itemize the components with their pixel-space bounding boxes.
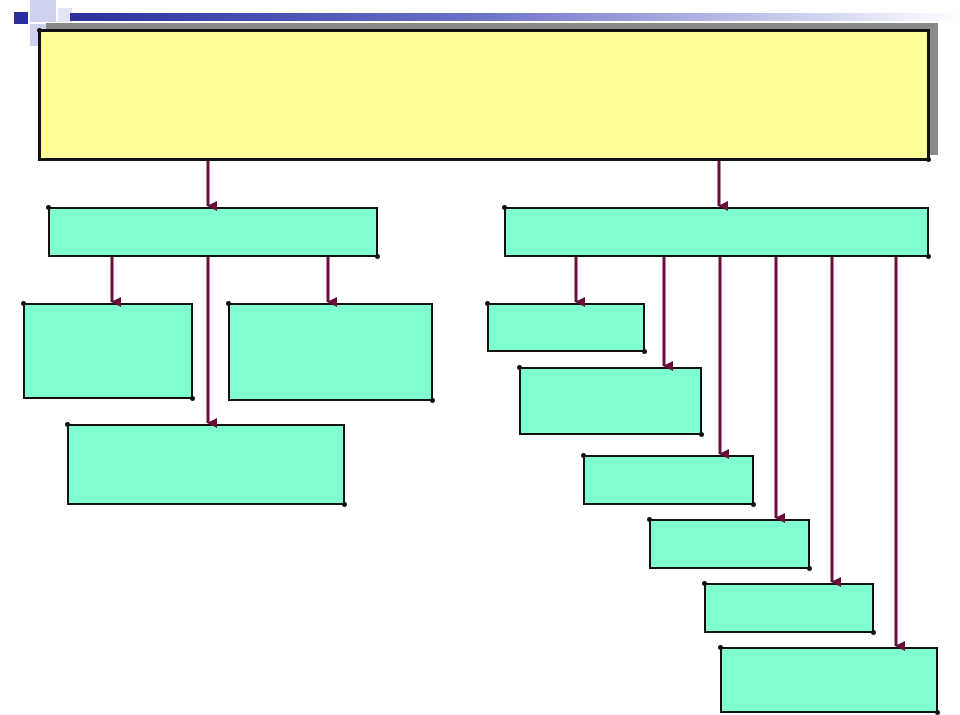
- right-child-1-box: [485, 301, 647, 354]
- header-gradient-bar: [70, 13, 960, 21]
- branch-right-box: [502, 205, 931, 259]
- right-child-3-box: [581, 453, 756, 507]
- right-child-5-box: [702, 581, 876, 635]
- corner-square-light-3: [58, 8, 72, 22]
- root-box: [37, 28, 931, 162]
- left-child-3-box: [65, 422, 347, 507]
- branch-left-box: [46, 205, 380, 259]
- corner-square-dark: [14, 12, 28, 24]
- left-child-1-box: [21, 301, 195, 401]
- corner-square-light: [30, 0, 56, 22]
- right-child-4-box: [647, 517, 812, 571]
- right-child-6-box: [718, 645, 940, 715]
- right-child-2-box: [517, 365, 704, 437]
